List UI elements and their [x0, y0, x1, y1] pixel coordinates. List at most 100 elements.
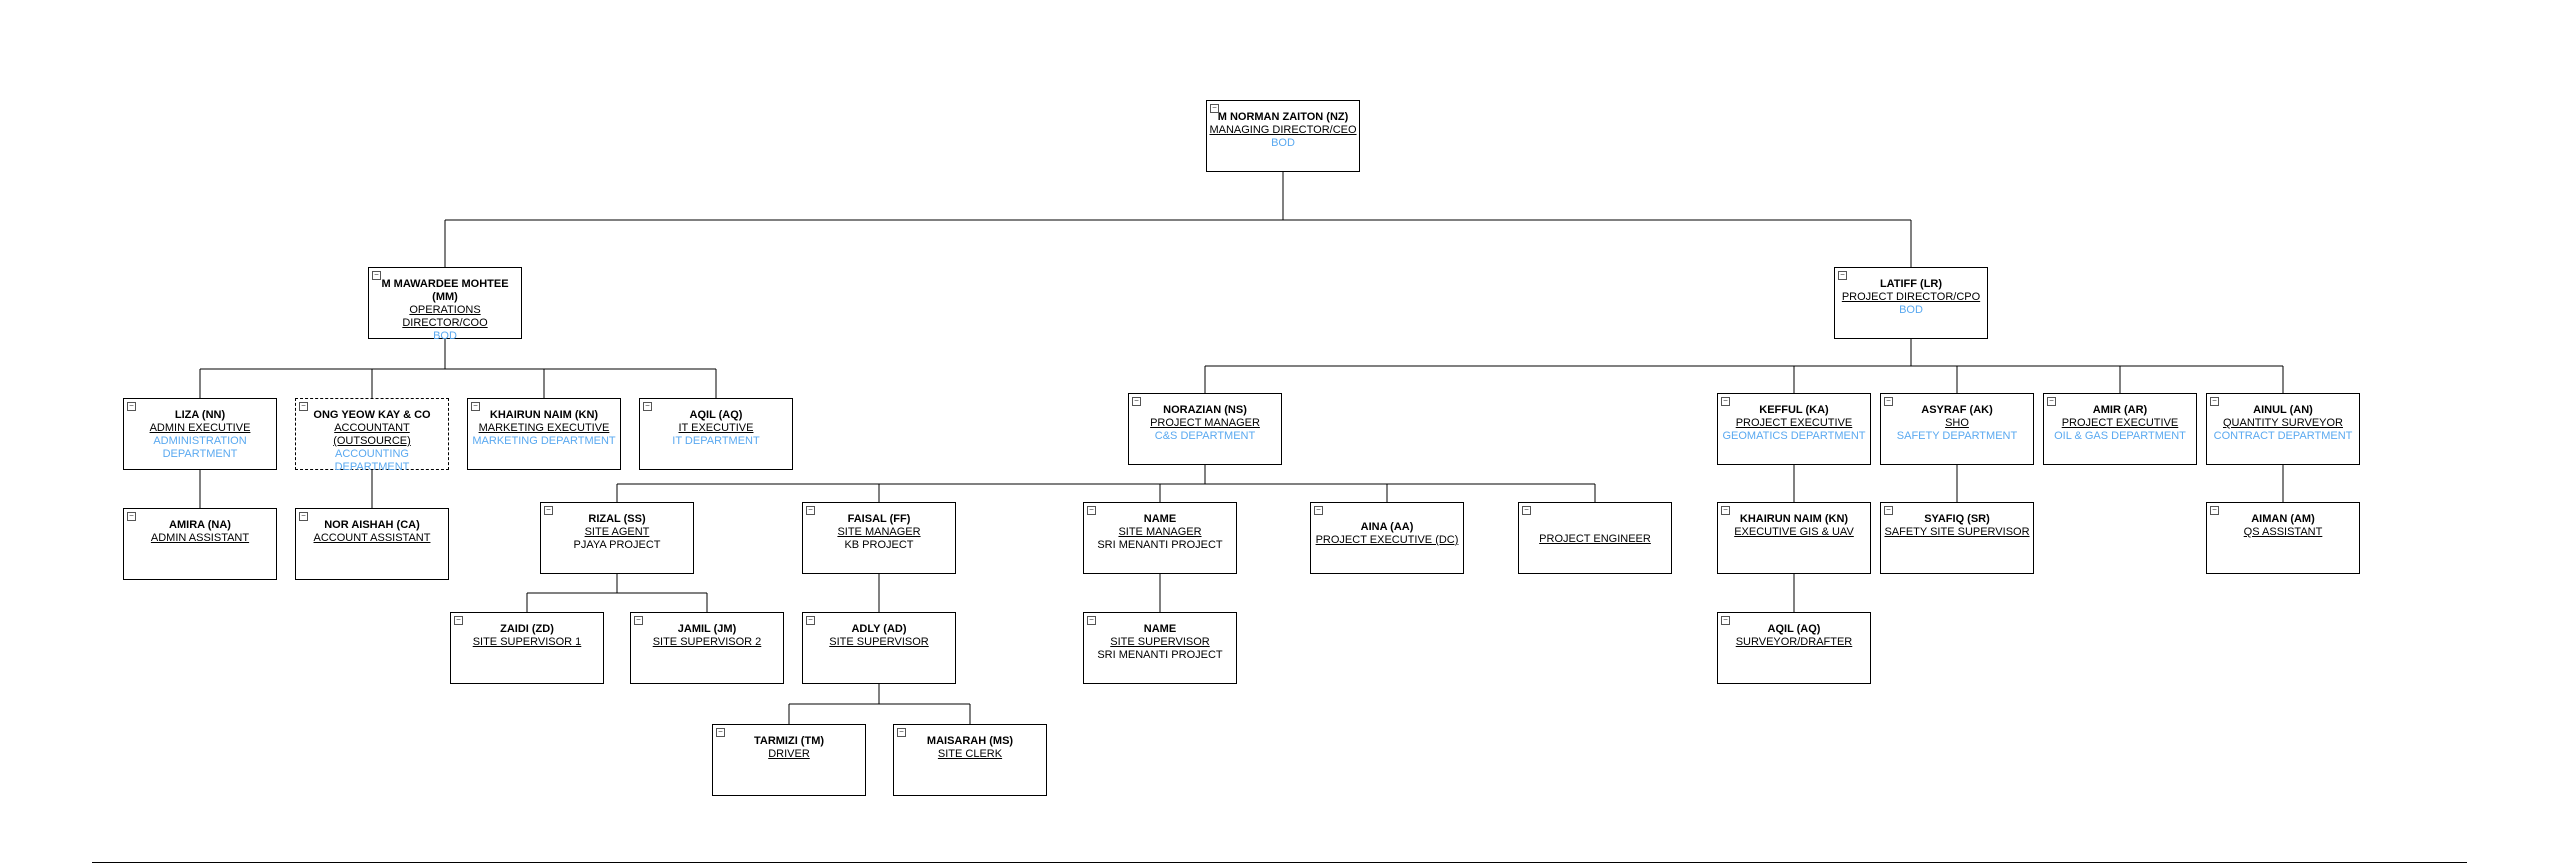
- node-name: AIMAN (AM): [2251, 513, 2315, 525]
- org-node-sr[interactable]: − SYAFIQ (SR)SAFETY SITE SUPERVISOR: [1880, 502, 2034, 574]
- collapse-toggle-icon[interactable]: −: [1210, 104, 1219, 113]
- collapse-toggle-icon[interactable]: −: [1522, 506, 1531, 515]
- collapse-toggle-icon[interactable]: −: [897, 728, 906, 737]
- node-name: SYAFIQ (SR): [1924, 513, 1990, 525]
- collapse-toggle-icon[interactable]: −: [1884, 506, 1893, 515]
- collapse-toggle-icon[interactable]: −: [1087, 506, 1096, 515]
- node-role: SITE AGENT: [584, 526, 650, 538]
- collapse-toggle-icon[interactable]: −: [544, 506, 553, 515]
- collapse-toggle-icon[interactable]: −: [2210, 397, 2219, 406]
- node-name: JAMIL (JM): [677, 623, 737, 635]
- collapse-toggle-icon[interactable]: −: [1132, 397, 1141, 406]
- org-node-pe[interactable]: −PROJECT ENGINEER: [1518, 502, 1672, 574]
- node-name: RIZAL (SS): [588, 513, 646, 525]
- org-node-amira[interactable]: −AMIRA (NA)ADMIN ASSISTANT: [123, 508, 277, 580]
- collapse-toggle-icon[interactable]: −: [1838, 271, 1847, 280]
- collapse-toggle-icon[interactable]: −: [1721, 506, 1730, 515]
- collapse-toggle-icon[interactable]: −: [2210, 506, 2219, 515]
- node-name: AQIL (AQ): [1767, 623, 1821, 635]
- collapse-toggle-icon[interactable]: −: [127, 402, 136, 411]
- node-role: PROJECT MANAGER: [1150, 417, 1260, 429]
- node-department: OIL & GAS DEPARTMENT: [2054, 430, 2186, 442]
- collapse-toggle-icon[interactable]: −: [643, 402, 652, 411]
- node-role: PROJECT EXECUTIVE: [1735, 417, 1853, 429]
- node-name: AMIR (AR): [2092, 404, 2148, 416]
- collapse-toggle-icon[interactable]: −: [1721, 397, 1730, 406]
- node-role: SITE CLERK: [937, 748, 1003, 760]
- node-role: MARKETING EXECUTIVE: [478, 422, 610, 434]
- node-name: M MAWARDEE MOHTEE (MM): [381, 278, 509, 303]
- org-node-mm[interactable]: −M MAWARDEE MOHTEE (MM)OPERATIONS DIRECT…: [368, 267, 522, 342]
- collapse-toggle-icon[interactable]: −: [806, 616, 815, 625]
- node-role: OPERATIONS DIRECTOR/COO: [402, 304, 488, 329]
- collapse-toggle-icon[interactable]: −: [1884, 397, 1893, 406]
- node-role: SHO: [1945, 417, 1969, 429]
- org-node-ad[interactable]: −ADLY (AD)SITE SUPERVISOR: [802, 612, 956, 684]
- node-name: M NORMAN ZAITON (NZ): [1217, 111, 1349, 123]
- node-name: TARMIZI (TM): [753, 735, 825, 747]
- node-name: MAISARAH (MS): [926, 735, 1014, 747]
- node-role: DRIVER: [768, 748, 810, 760]
- collapse-toggle-icon[interactable]: −: [2047, 397, 2056, 406]
- collapse-toggle-icon[interactable]: −: [716, 728, 725, 737]
- node-name: ONG YEOW KAY & CO: [313, 409, 431, 421]
- node-role: PROJECT DIRECTOR/CPO: [1841, 291, 1981, 303]
- node-role: SITE SUPERVISOR 1: [472, 636, 582, 648]
- org-node-ms[interactable]: − MAISARAH (MS)SITE CLERK: [893, 724, 1047, 796]
- node-department: BOD: [1271, 137, 1295, 149]
- node-role: SAFETY SITE SUPERVISOR: [1884, 526, 2030, 538]
- collapse-toggle-icon[interactable]: −: [471, 402, 480, 411]
- node-name: AINA (AA): [1360, 521, 1414, 533]
- node-name: AQIL (AQ): [689, 409, 743, 421]
- collapse-toggle-icon[interactable]: −: [1314, 506, 1323, 515]
- node-role: SITE MANAGER: [1118, 526, 1202, 538]
- collapse-toggle-icon[interactable]: −: [454, 616, 463, 625]
- collapse-toggle-icon[interactable]: −: [634, 616, 643, 625]
- org-node-am[interactable]: −AIMAN (AM)QS ASSISTANT: [2206, 502, 2360, 574]
- node-role: ACCOUNT ASSISTANT: [313, 532, 431, 544]
- collapse-toggle-icon[interactable]: −: [1721, 616, 1730, 625]
- node-project: SRI MENANTI PROJECT: [1097, 539, 1223, 551]
- node-role: ADMIN EXECUTIVE: [149, 422, 251, 434]
- collapse-toggle-icon[interactable]: −: [299, 512, 308, 521]
- node-role: EXECUTIVE GIS & UAV: [1734, 526, 1854, 538]
- org-node-aa[interactable]: −AINA (AA)PROJECT EXECUTIVE (DC): [1310, 502, 1464, 574]
- node-role: ADMIN ASSISTANT: [150, 532, 250, 544]
- node-role: SITE MANAGER: [837, 526, 921, 538]
- node-name: ZAIDI (ZD): [500, 623, 554, 635]
- node-name: ADLY (AD): [851, 623, 907, 635]
- org-node-aq2[interactable]: −AQIL (AQ)SURVEYOR/DRAFTER: [1717, 612, 1871, 684]
- collapse-toggle-icon[interactable]: −: [806, 506, 815, 515]
- collapse-toggle-icon[interactable]: −: [1087, 616, 1096, 625]
- collapse-toggle-icon[interactable]: −: [372, 271, 381, 280]
- node-name: LATIFF (LR): [1879, 278, 1943, 290]
- org-node-kn2[interactable]: −KHAIRUN NAIM (KN)EXECUTIVE GIS & UAV: [1717, 502, 1871, 574]
- collapse-toggle-icon[interactable]: −: [299, 402, 308, 411]
- org-node-tm[interactable]: − TARMIZI (TM)DRIVER: [712, 724, 866, 796]
- node-role: QUANTITY SURVEYOR: [2222, 417, 2343, 429]
- node-department: BOD: [433, 330, 457, 342]
- node-role: PROJECT EXECUTIVE: [2061, 417, 2179, 429]
- node-name: KHAIRUN NAIM (KN): [1739, 513, 1849, 525]
- org-node-ca[interactable]: −NOR AISHAH (CA)ACCOUNT ASSISTANT: [295, 508, 449, 580]
- org-node-jm[interactable]: −JAMIL (JM)SITE SUPERVISOR 2: [630, 612, 784, 684]
- org-node-zd[interactable]: − ZAIDI (ZD)SITE SUPERVISOR 1: [450, 612, 604, 684]
- collapse-toggle-icon[interactable]: −: [127, 512, 136, 521]
- org-node-nz[interactable]: −M NORMAN ZAITON (NZ)MANAGING DIRECTOR/C…: [1206, 100, 1360, 172]
- node-department: IT DEPARTMENT: [672, 435, 760, 447]
